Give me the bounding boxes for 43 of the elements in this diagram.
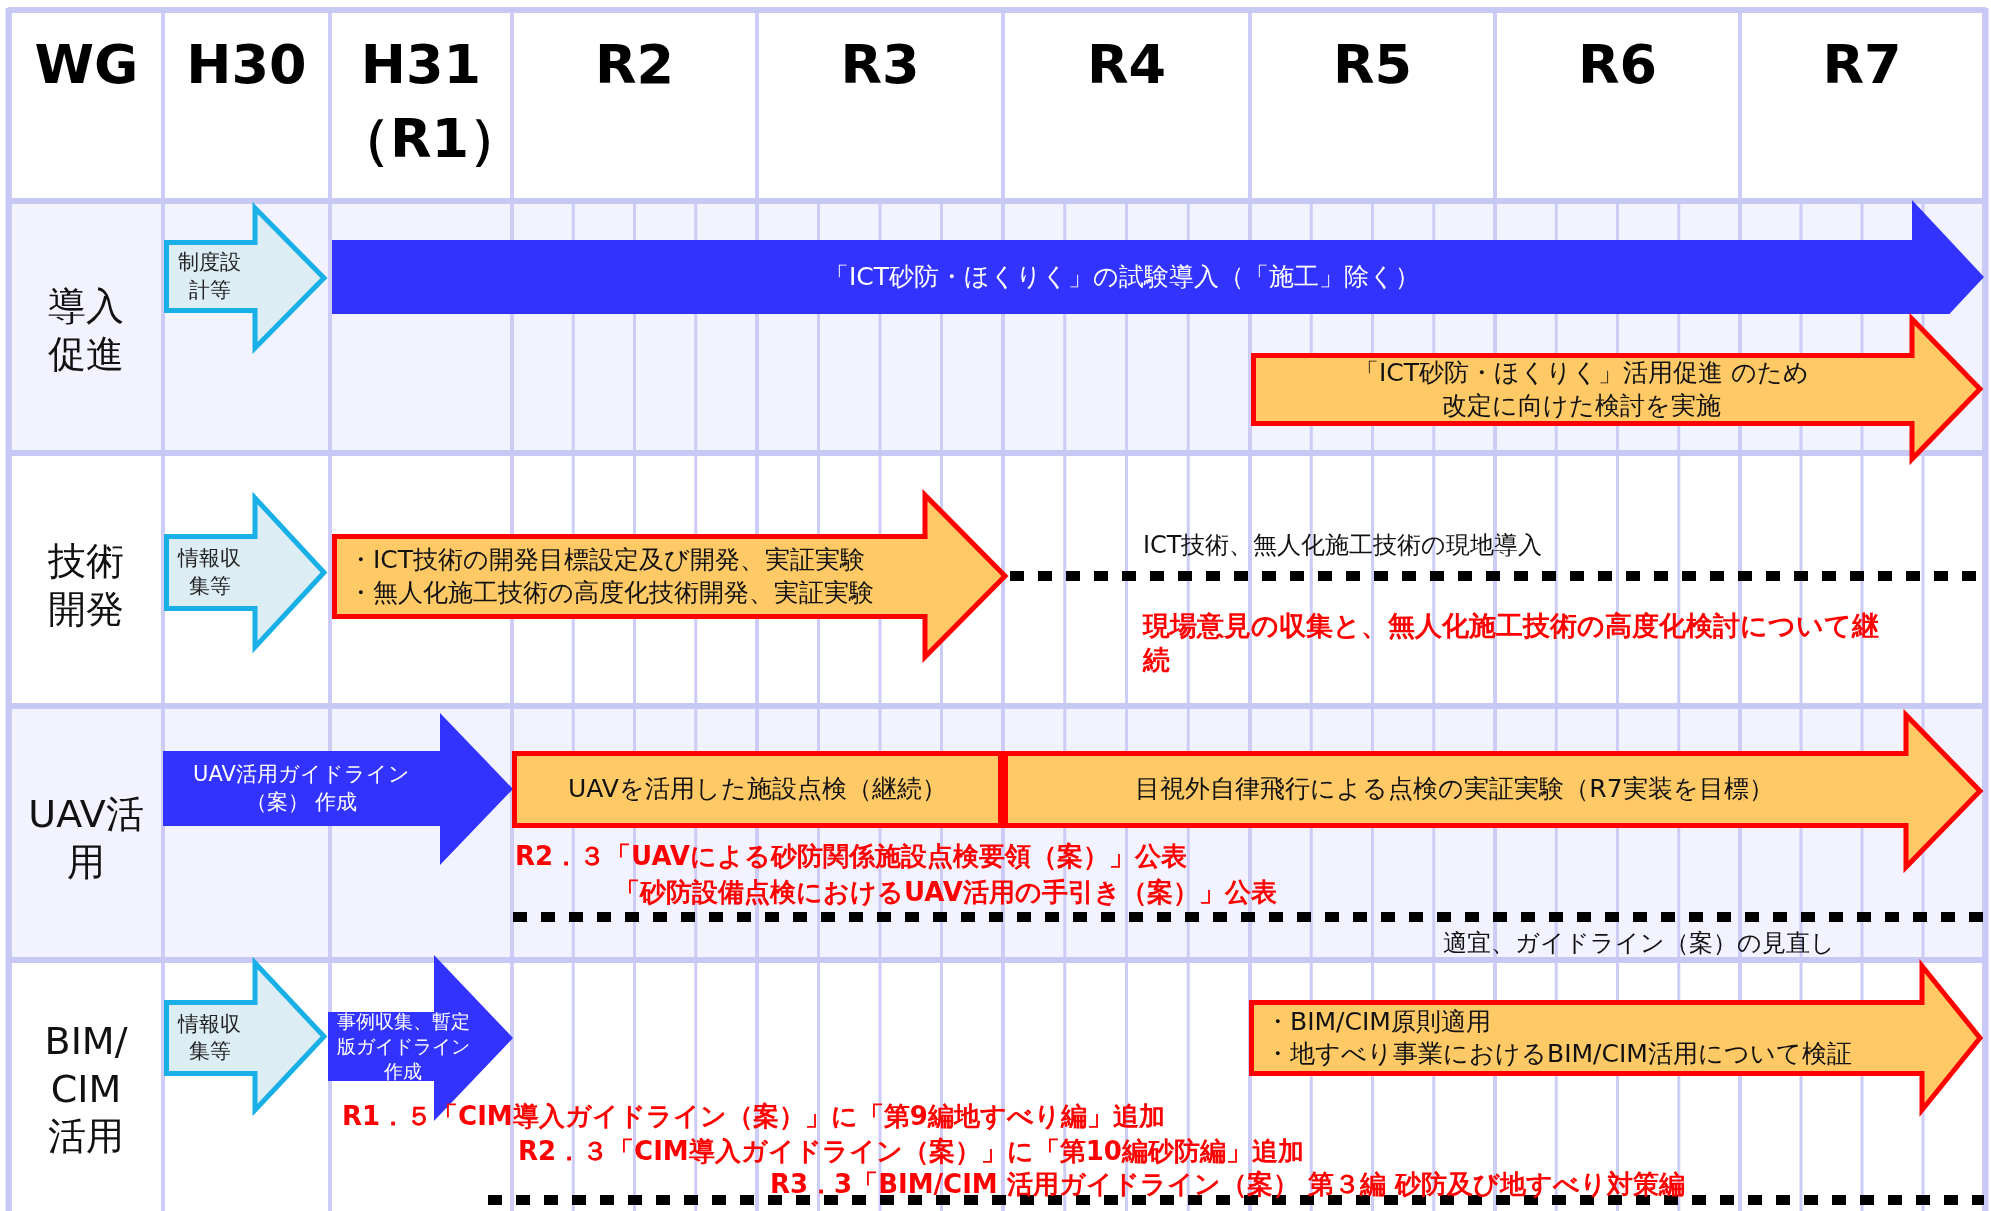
arrow-text: UAV活用ガイドライン（案） 作成 [192,761,411,816]
column-header: R3 [839,32,921,98]
annotation-text: 「砂防設備点検におけるUAV活用の手引き（案）」公表 [614,876,1277,909]
arrow-text: 制度設計等 [177,249,242,304]
annotation-text: 現場意見の収集と、無人化施工技術の高度化検討について継続 [1143,609,1880,677]
column-header: R2 [593,32,676,98]
annotation-text: R1．５「CIM導入ガイドライン（案）」に「第9編地すべり編」追加 [342,1100,1165,1133]
phase-banner [164,203,329,353]
arrow-text: 目視外自律飛行による点検の実証実験（R7実装を目標） [1134,773,1775,806]
arrow-text: ・ICT技術の開発目標設定及び開発、実証実験 [348,544,867,576]
column-header: R5 [1331,32,1414,98]
arrow-text: ・無人化施工技術の高度化技術開発、実証実験 [348,576,875,609]
process-box [512,751,1003,828]
column-header: R7 [1821,32,1903,98]
column-header: R6 [1576,32,1659,98]
arrow-text: 情報収集等 [176,545,242,600]
annotation-text: R2．３「CIM導入ガイドライン（案）」に「第10編砂防編」追加 [518,1135,1304,1168]
row-header: UAV活用 [27,790,145,885]
annotation-text: R3．3「BIM/CIM 活用ガイドライン（案） 第３編 砂防及び地すべり対策編 [770,1168,1685,1201]
annotation-text: R2．３「UAVによる砂防関係施設点検要領（案）」公表 [515,840,1187,873]
arrow-text: 事例収集、暫定版ガイドライン作成 [336,1009,470,1084]
row-header: 導入促進 [47,282,125,377]
phase-banner [1251,314,1985,464]
phase-banner [164,958,329,1115]
phase-banner [163,713,513,865]
annotation-text: 適宜、ガイドライン（案）の見直し [1443,928,1835,958]
phase-banner [164,493,329,652]
column-header: H31（R1） [335,32,512,172]
column-header: WG [33,32,140,98]
phase-banner [1249,961,1985,1115]
arrow-text: 情報収集等 [176,1010,242,1065]
arrow-text: ・BIM/CIM原則適用 [1265,1005,1492,1038]
arrow-text: 「ICT砂防・ほくりく」活用促進 のため改定に向けた検討を実施 [1352,357,1810,422]
phase-banner [332,200,1984,314]
arrow-text: UAVを活用した施設点検（継続） [567,773,948,806]
row-header: BIM/CIM活用 [43,1017,129,1160]
column-header: H30 [185,32,308,98]
annotation-text: ICT技術、無人化施工技術の現地導入 [1143,530,1544,560]
row-header: 技術開発 [47,537,125,632]
phase-banner [332,490,1010,662]
column-header: R4 [1085,32,1168,98]
arrow-text: ・地すべり事業におけるBIM/CIM活用について検証 [1265,1038,1853,1070]
arrow-text: 「ICT砂防・ほくりく」の試験導入（「施工」除く） [822,261,1422,294]
